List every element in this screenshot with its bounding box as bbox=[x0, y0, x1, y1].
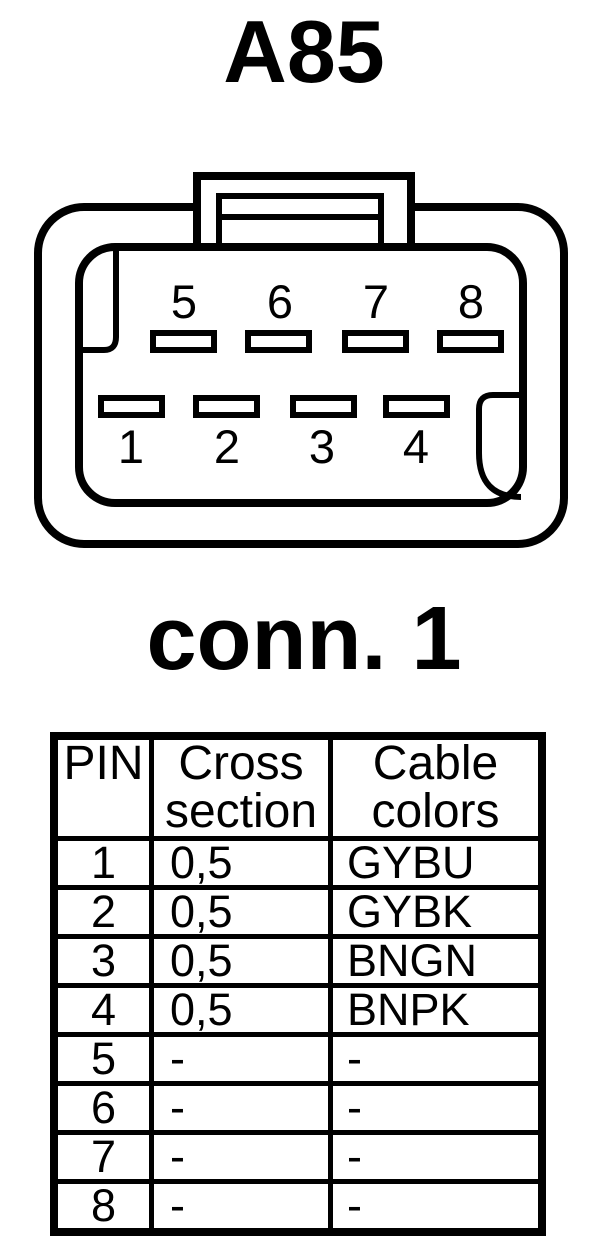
cell-cable-colors: GYBU bbox=[328, 840, 538, 885]
connector-face bbox=[75, 243, 527, 507]
pin-label-6: 6 bbox=[267, 275, 293, 328]
pin-slot-7 bbox=[342, 330, 409, 353]
table-row: 1 0,5 GYBU bbox=[58, 836, 538, 885]
connector-name-label: conn. 1 bbox=[146, 589, 462, 689]
cell-pin: 8 bbox=[90, 1180, 117, 1231]
cell-cable-colors: - bbox=[328, 1085, 538, 1130]
table-row: 6 - - bbox=[58, 1081, 538, 1130]
table-row: 2 0,5 GYBK bbox=[58, 885, 538, 934]
cell-cable-colors: BNPK bbox=[328, 987, 538, 1032]
pin-slot-5 bbox=[150, 330, 217, 353]
cell-cable-colors: GYBK bbox=[328, 889, 538, 934]
table-row: 4 0,5 BNPK bbox=[58, 983, 538, 1032]
pin-label-7: 7 bbox=[363, 275, 389, 328]
table-row: 3 0,5 BNGN bbox=[58, 934, 538, 983]
cell-cross-section: - bbox=[149, 1134, 328, 1179]
pin-slot-3 bbox=[290, 395, 357, 418]
cell-cable-colors: - bbox=[328, 1036, 538, 1081]
pin-label-4: 4 bbox=[403, 420, 429, 473]
pin-label-1: 1 bbox=[118, 420, 144, 473]
header-line: Cross bbox=[178, 737, 304, 790]
cell-pin: 3 bbox=[90, 935, 117, 986]
cell-cross-section: 0,5 bbox=[149, 889, 328, 934]
cell-cross-section: 0,5 bbox=[149, 840, 328, 885]
header-cell-pin: PIN bbox=[58, 740, 149, 836]
header-cell-cable-colors: Cable colors bbox=[328, 740, 538, 836]
key-notch-top-left bbox=[83, 251, 119, 353]
pin-slot-1 bbox=[98, 395, 165, 418]
pin-table-header-row: PIN Cross section Cable colors bbox=[58, 740, 538, 836]
cell-cross-section: - bbox=[149, 1036, 328, 1081]
pin-label-8: 8 bbox=[458, 275, 484, 328]
cell-cross-section: 0,5 bbox=[149, 938, 328, 983]
table-row: 7 - - bbox=[58, 1130, 538, 1179]
cell-cross-section: 0,5 bbox=[149, 987, 328, 1032]
cell-cross-section: - bbox=[149, 1085, 328, 1130]
pin-label-3: 3 bbox=[309, 420, 335, 473]
page-title: A85 bbox=[223, 2, 385, 101]
cell-cross-section: - bbox=[149, 1183, 328, 1228]
cell-cable-colors: - bbox=[328, 1134, 538, 1179]
pin-slot-6 bbox=[245, 330, 312, 353]
pin-slot-8 bbox=[437, 330, 504, 353]
cell-pin: 5 bbox=[90, 1033, 117, 1084]
header-line: PIN bbox=[63, 737, 144, 790]
cell-pin: 4 bbox=[90, 984, 117, 1035]
cell-pin: 2 bbox=[90, 886, 117, 937]
header-line: Cable bbox=[372, 737, 499, 790]
cell-cable-colors: BNGN bbox=[328, 938, 538, 983]
pin-table: PIN Cross section Cable colors 1 0,5 GYB… bbox=[50, 732, 546, 1236]
connector-diagram: 5 6 7 8 1 2 3 4 bbox=[34, 172, 568, 548]
header-line: section bbox=[164, 785, 318, 838]
table-row: 8 - - bbox=[58, 1179, 538, 1228]
header-cell-cross-section: Cross section bbox=[149, 740, 328, 836]
pin-slot-4 bbox=[383, 395, 450, 418]
cell-pin: 1 bbox=[90, 837, 117, 888]
latch-tab-inner bbox=[216, 193, 384, 250]
cell-cable-colors: - bbox=[328, 1183, 538, 1228]
key-notch-bottom-right bbox=[476, 392, 522, 500]
pin-label-2: 2 bbox=[214, 420, 240, 473]
pin-slot-2 bbox=[193, 395, 260, 418]
cell-pin: 7 bbox=[90, 1131, 117, 1182]
header-line: colors bbox=[371, 785, 500, 838]
pin-label-5: 5 bbox=[171, 275, 197, 328]
cell-pin: 6 bbox=[90, 1082, 117, 1133]
table-row: 5 - - bbox=[58, 1032, 538, 1081]
